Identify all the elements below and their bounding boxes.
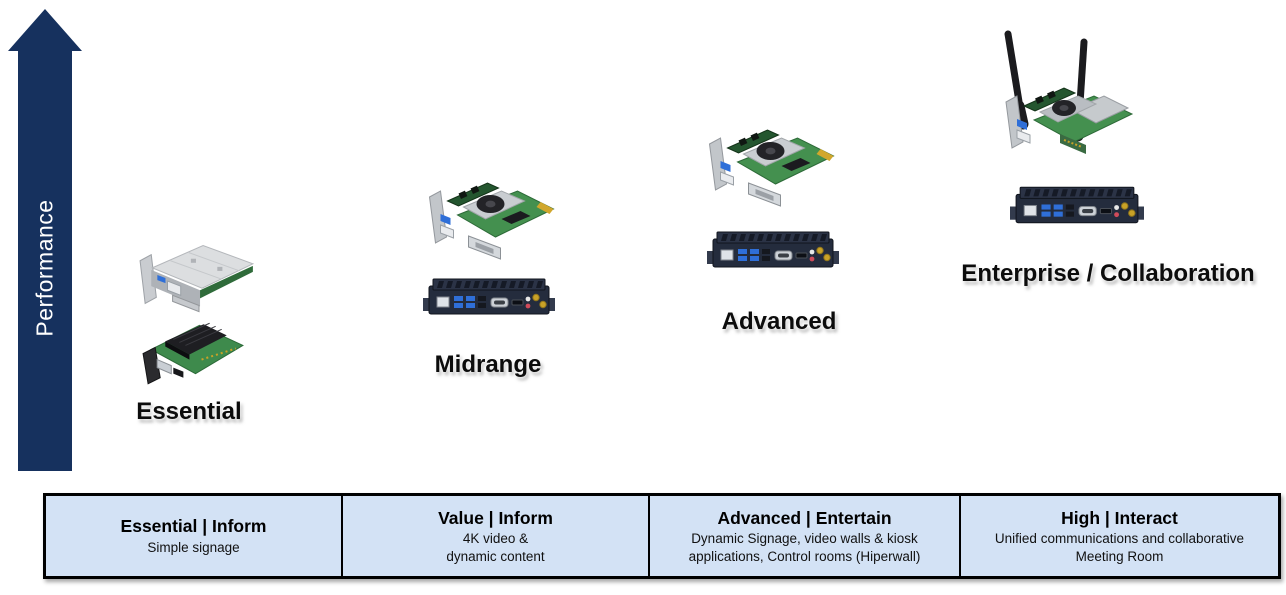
enterprise-wifi-antenna-board-image [992,14,1142,170]
tier-label-advanced: Advanced [721,308,837,335]
midrange-slot-in-board-image [423,175,560,263]
tier-label-essential: Essential [136,398,242,425]
performance-axis: Performance [8,9,82,471]
segment-description: Simple signage [147,540,240,556]
segment-title: Advanced | Entertain [717,507,892,528]
advanced-navy-ops-module-image [707,229,839,271]
up-arrow-shape [8,9,82,471]
segment-description: Unified communications and collaborative… [994,531,1245,564]
advanced-slot-in-board-image [703,122,840,210]
segment-title: Essential | Inform [120,516,267,537]
midrange-navy-ops-module-image [423,276,555,318]
segment-description: Dynamic Signage, video walls & kiosk app… [688,531,921,564]
segment-title: Value | Inform [438,507,553,528]
performance-axis-label: Performance [31,199,58,337]
segment-cell-value-inform: Value | Inform 4K video & dynamic conten… [343,496,650,576]
essential-open-frame-board-image [137,313,256,390]
segment-table: Essential | Inform Simple signage Value … [43,493,1281,579]
essential-metal-ops-module-image [136,236,260,316]
segment-title: High | Interact [1061,507,1178,528]
enterprise-navy-ops-module-image [1010,184,1144,227]
segment-cell-high-interact: High | Interact Unified communications a… [961,496,1278,576]
tier-label-enterprise: Enterprise / Collaboration [961,260,1255,287]
segment-cell-essential-inform: Essential | Inform Simple signage [46,496,343,576]
segment-description: 4K video & dynamic content [446,531,545,564]
tier-label-midrange: Midrange [434,351,542,378]
segment-cell-advanced-entertain: Advanced | Entertain Dynamic Signage, vi… [650,496,961,576]
